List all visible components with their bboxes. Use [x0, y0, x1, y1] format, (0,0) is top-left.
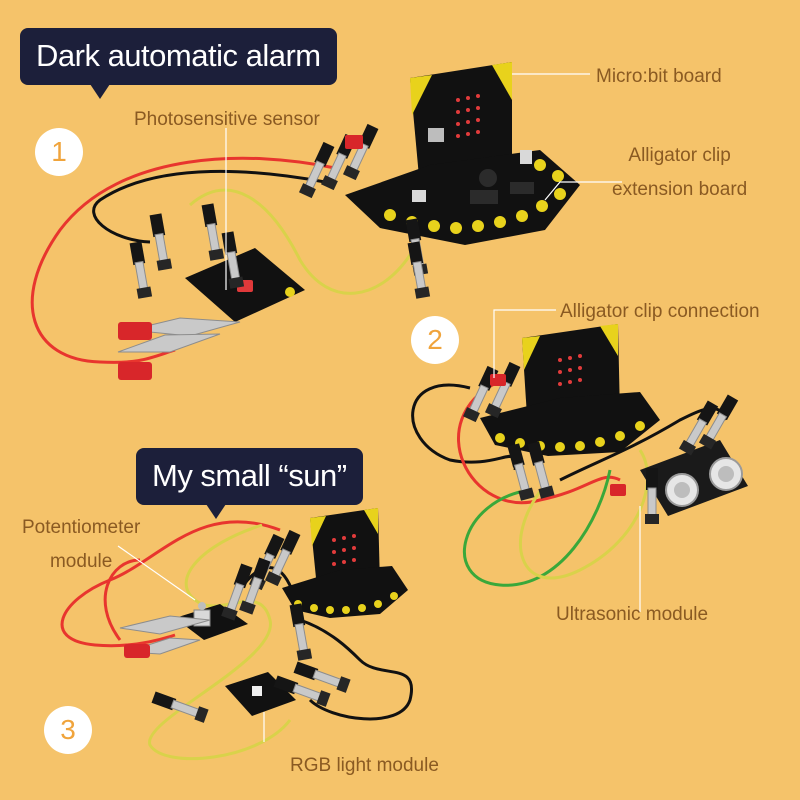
extension-board-label-line1: Alligator clip	[628, 145, 731, 166]
photosensitive-sensor-label: Photosensitive sensor	[134, 109, 320, 130]
scene-3-hardware	[60, 508, 414, 761]
step-1-badge: 1	[35, 128, 83, 176]
alligator-clip-extension-board	[248, 528, 408, 662]
potentiometer-label-line2: module	[49, 550, 113, 572]
scene-2-hardware	[411, 324, 748, 587]
alligator-clip-extension-board	[462, 360, 660, 502]
wire-green	[462, 469, 612, 587]
wire-black	[299, 618, 414, 721]
potentiometer-module	[119, 556, 272, 658]
wire-yellow	[148, 523, 292, 761]
extension-board-label: Alligator clip extension board	[612, 142, 747, 203]
rgb-light-module-label: RGB light module	[290, 755, 439, 776]
microbit-board	[410, 62, 512, 188]
step-2-badge: 2	[411, 316, 459, 364]
wire-black	[92, 169, 326, 244]
wire-red	[457, 380, 621, 504]
callout-leaders	[117, 73, 641, 742]
alligator-clip-extension-board	[298, 122, 580, 300]
photosensitive-sensor-board	[117, 202, 305, 380]
alligator-clip-connection-label: Alligator clip connection	[560, 301, 760, 322]
scene-1-hardware	[30, 62, 580, 380]
step-3-badge: 3	[44, 706, 92, 754]
potentiometer-label: Potentiometer module	[22, 514, 140, 575]
scene-1-title: Dark automatic alarm	[20, 28, 337, 99]
rgb-light-module	[150, 660, 352, 724]
ultrasonic-module-label: Ultrasonic module	[556, 604, 709, 625]
ultrasonic-module	[640, 393, 748, 525]
wire-red	[103, 558, 141, 641]
potentiometer-label-line1: Potentiometer	[22, 517, 141, 538]
scene-3-title: My small “sun”	[136, 448, 363, 519]
microbit-label: Micro:bit board	[596, 66, 722, 87]
extension-board-label-line2: extension board	[612, 178, 748, 200]
